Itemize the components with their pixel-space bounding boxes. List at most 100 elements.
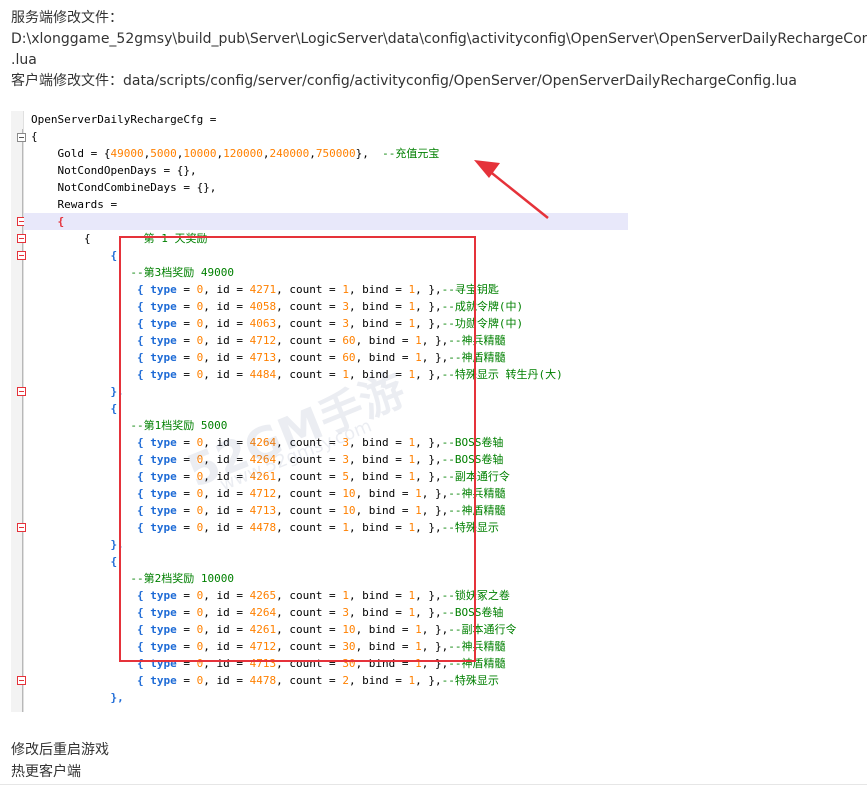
fold-toggle-icon[interactable]: [17, 676, 26, 685]
code-token: type: [150, 453, 177, 466]
item-bind: 1: [408, 283, 416, 296]
code-token: , },: [421, 640, 449, 653]
code-token: , bind =: [348, 283, 409, 296]
item-id: 4261: [249, 470, 277, 483]
code-token: {: [136, 436, 144, 449]
code-token: , },: [415, 589, 442, 602]
code-token: 0: [196, 657, 204, 670]
code-token: =: [176, 317, 197, 330]
code-token: ,: [262, 147, 270, 160]
page-bottom-border: [0, 784, 867, 785]
item-bind: 1: [415, 640, 422, 653]
code-token: NotCondCombineDays = {},: [31, 181, 217, 194]
code-token: type: [150, 317, 177, 330]
code-token: type: [150, 623, 177, 636]
day-comment: 第 1 天奖励: [143, 232, 208, 245]
code-line: {: [31, 128, 38, 145]
item-count: 1: [342, 589, 349, 602]
code-line: NotCondCombineDays = {},: [31, 179, 216, 196]
code-token: [31, 402, 110, 415]
item-id: 4712: [249, 334, 277, 347]
code-token: , count =: [276, 606, 343, 619]
fold-toggle-icon[interactable]: [17, 251, 26, 260]
code-token: 0: [196, 640, 204, 653]
item-note: --副本通行令: [448, 623, 517, 636]
code-token: , id =: [203, 300, 250, 313]
code-token: , count =: [276, 521, 343, 534]
code-token: [31, 674, 137, 687]
code-token: 0: [196, 453, 204, 466]
code-token: {: [31, 215, 65, 228]
code-line: { type = 0, id = 4261, count = 10, bind …: [31, 621, 517, 638]
gold-value: 10000: [183, 147, 217, 160]
code-token: =: [176, 487, 197, 500]
code-line: },: [31, 536, 123, 553]
code-token: {: [31, 130, 38, 143]
code-token: , id =: [203, 368, 250, 381]
code-token: , count =: [276, 300, 343, 313]
item-bind: 1: [408, 436, 416, 449]
code-token: , id =: [203, 589, 250, 602]
item-bind: 1: [408, 470, 416, 483]
code-token: , },: [415, 453, 442, 466]
code-token: 0: [196, 334, 204, 347]
fold-toggle-icon[interactable]: [17, 234, 26, 243]
code-token: , id =: [203, 623, 250, 636]
item-id: 4058: [249, 300, 277, 313]
code-token: , bind =: [355, 623, 416, 636]
code-line: --第3档奖励 49000: [31, 264, 234, 281]
code-token: {: [136, 334, 144, 347]
code-token: OpenServerDailyRechargeCfg =: [31, 113, 217, 126]
code-token: =: [176, 589, 197, 602]
item-id: 4264: [249, 453, 277, 466]
code-token: , bind =: [355, 504, 416, 517]
code-token: , bind =: [348, 436, 409, 449]
code-token: =: [176, 453, 197, 466]
code-token: =: [176, 300, 197, 313]
tier-comment: --第2档奖励 10000: [130, 572, 234, 585]
code-token: =: [176, 504, 197, 517]
item-count: 3: [342, 317, 349, 330]
item-bind: 1: [408, 368, 416, 381]
code-line: { 第 1 天奖励: [31, 230, 208, 247]
code-token: 0: [196, 521, 204, 534]
code-line: { type = 0, id = 4265, count = 1, bind =…: [31, 587, 510, 604]
code-token: , },: [415, 436, 442, 449]
server-file-path-ext: .lua: [11, 52, 37, 68]
item-bind: 1: [408, 521, 416, 534]
item-note: --寻宝钥匙: [441, 283, 499, 296]
code-token: , },: [415, 606, 442, 619]
code-line: { type = 0, id = 4058, count = 3, bind =…: [31, 298, 523, 315]
item-id: 4712: [249, 640, 277, 653]
item-note: --神兵精髓: [448, 487, 506, 500]
code-token: , count =: [276, 640, 343, 653]
gold-value: 5000: [150, 147, 177, 160]
item-count: 60: [342, 334, 356, 347]
fold-toggle-icon[interactable]: [17, 387, 26, 396]
code-token: , id =: [203, 470, 250, 483]
code-token: type: [150, 368, 177, 381]
code-token: , bind =: [348, 368, 409, 381]
fold-toggle-icon[interactable]: [17, 523, 26, 532]
code-token: , bind =: [355, 487, 416, 500]
item-count: 2: [342, 674, 349, 687]
code-token: {: [136, 606, 144, 619]
code-token: , },: [421, 334, 449, 347]
code-token: =: [176, 436, 197, 449]
gold-value: 240000: [269, 147, 310, 160]
code-token: , id =: [203, 521, 250, 534]
code-token: 0: [196, 368, 204, 381]
item-count: 3: [342, 436, 349, 449]
item-count: 3: [342, 606, 349, 619]
item-count: 1: [342, 368, 349, 381]
code-token: , id =: [203, 606, 250, 619]
code-line: { type = 0, id = 4264, count = 3, bind =…: [31, 451, 503, 468]
item-bind: 1: [415, 487, 422, 500]
code-token: , count =: [276, 504, 343, 517]
code-line: NotCondOpenDays = {},: [31, 162, 196, 179]
code-token: , count =: [276, 623, 343, 636]
code-token: type: [150, 470, 177, 483]
fold-toggle-icon[interactable]: [17, 133, 26, 142]
code-token: },: [110, 691, 124, 704]
item-id: 4713: [249, 351, 277, 364]
